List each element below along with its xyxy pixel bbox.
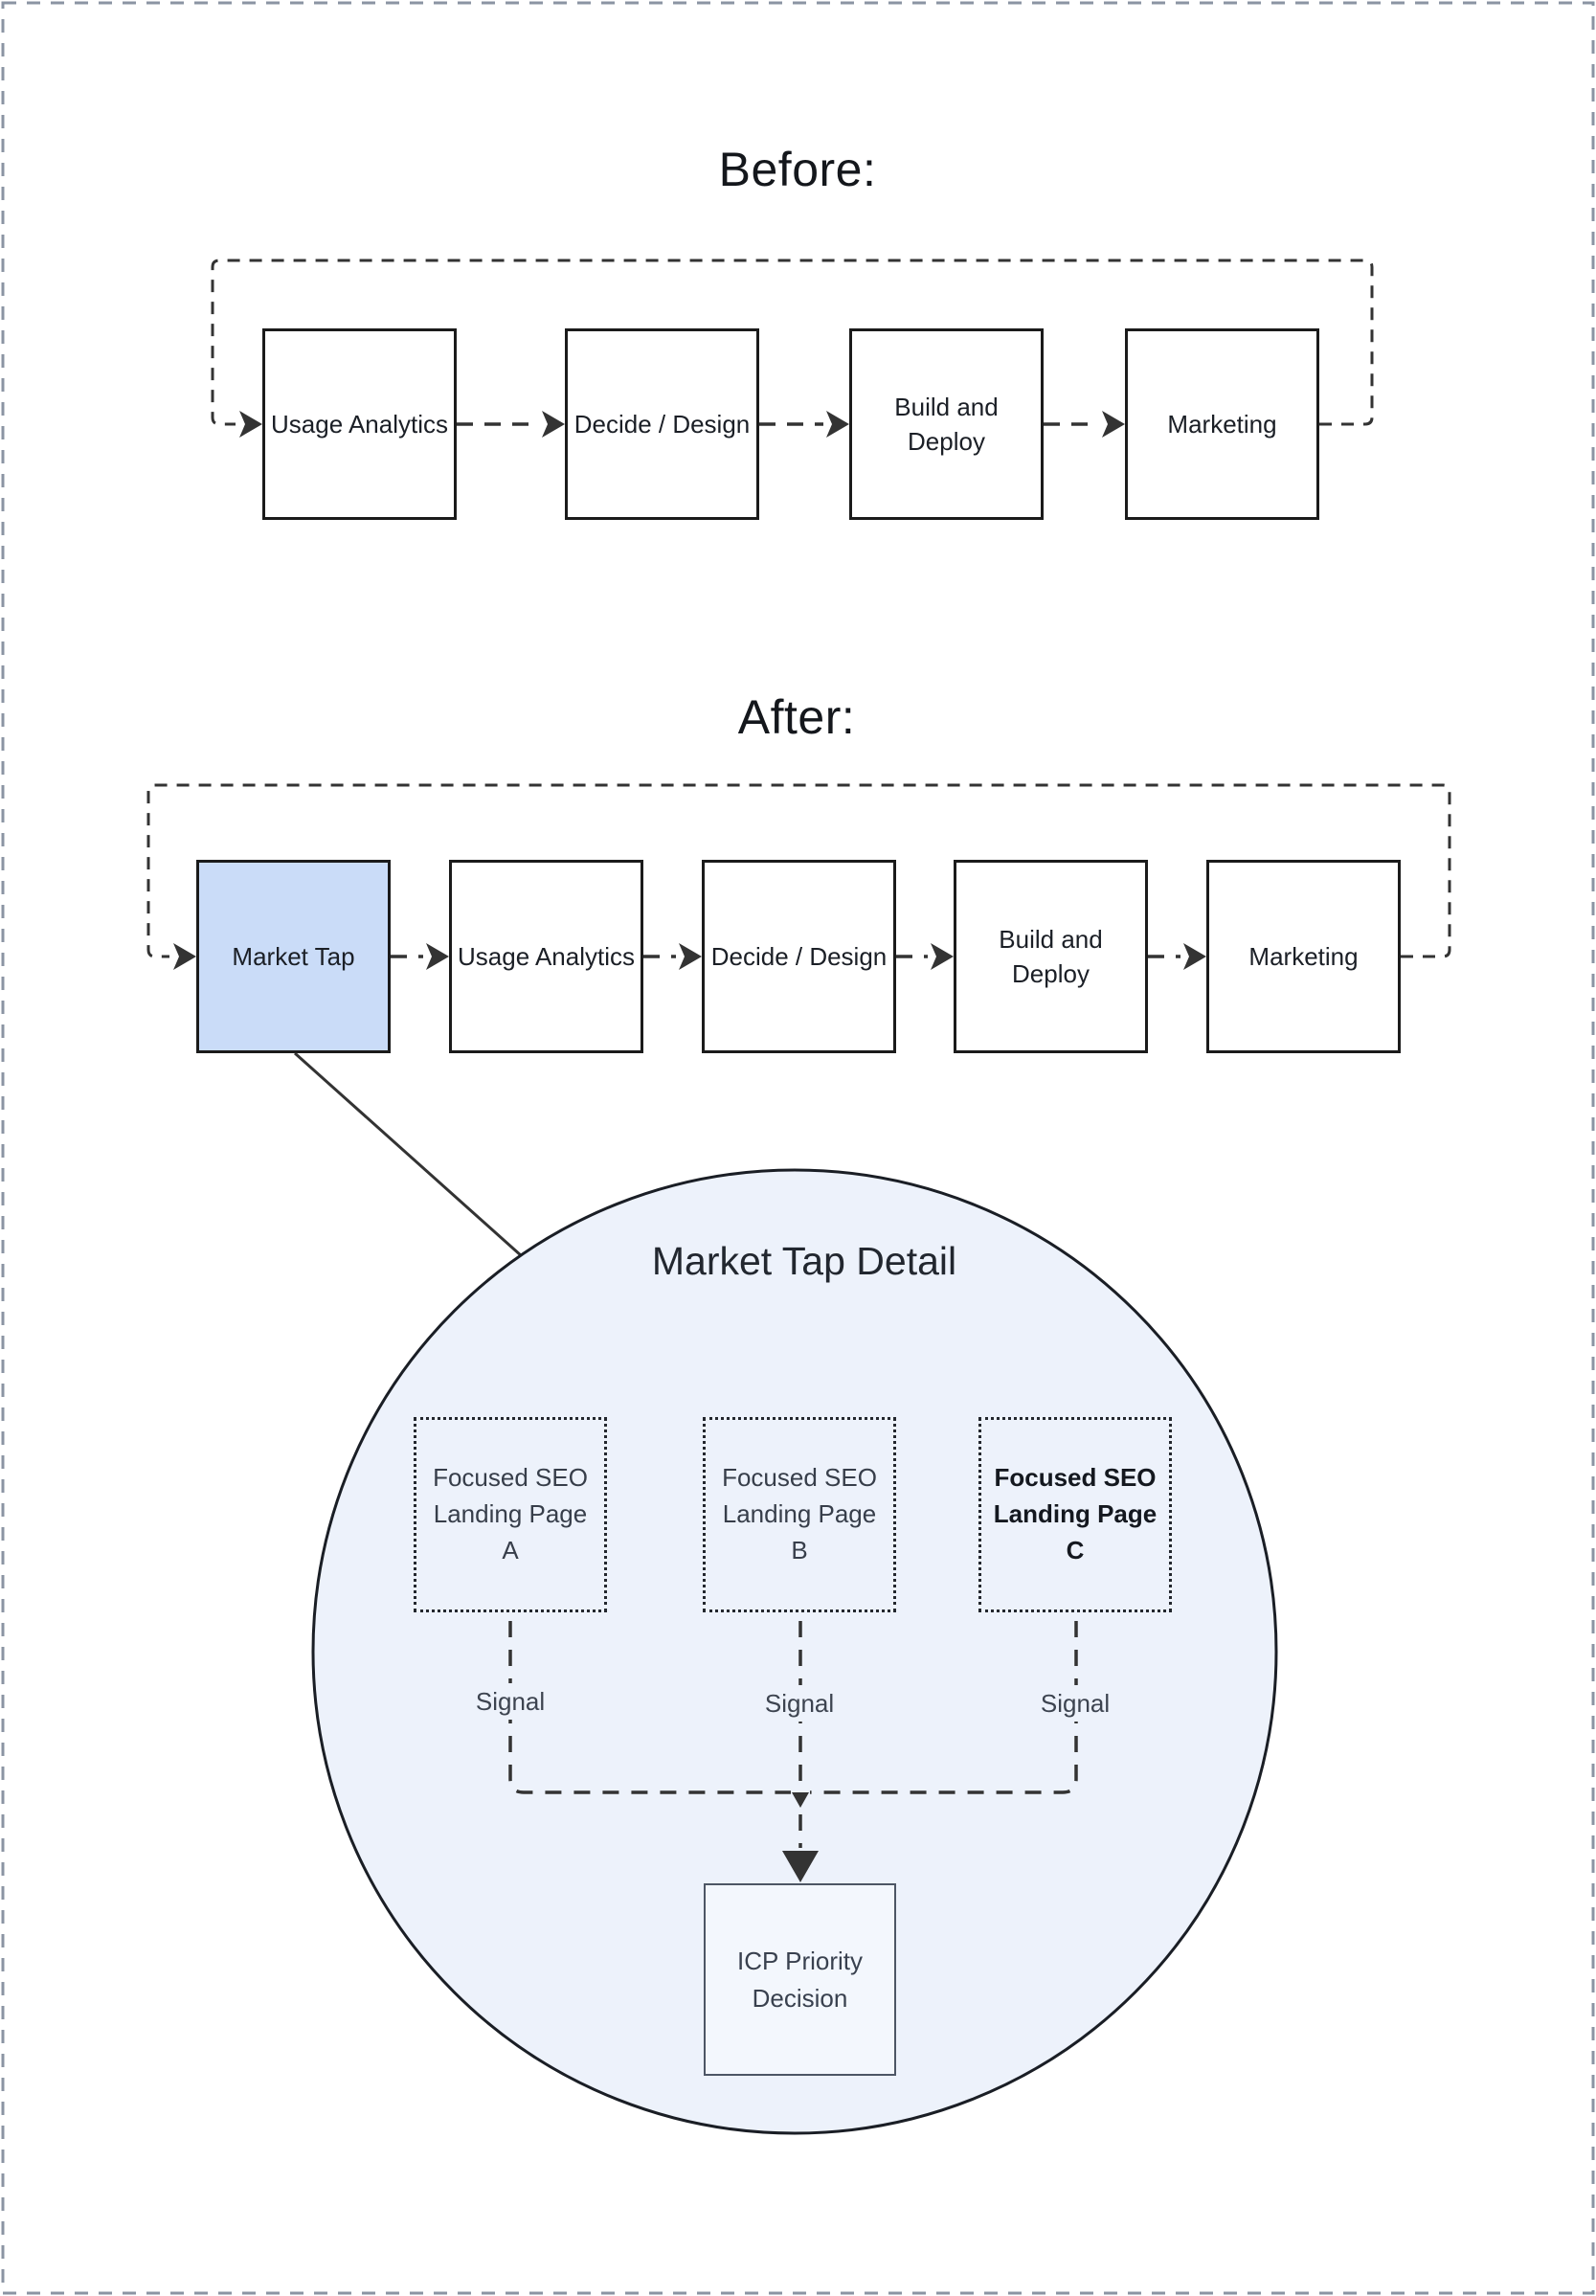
node-label: Focused SEO Landing Page C	[993, 1463, 1158, 1564]
market-tap-detail-circle	[311, 1168, 1278, 2135]
signal-path-a	[508, 1621, 791, 1794]
market-tap-detail-title: Market Tap Detail	[651, 1239, 957, 1283]
node-usage-analytics-before: Usage Analytics	[262, 328, 457, 520]
node-decide-design-after: Decide / Design	[702, 860, 896, 1053]
before-feedback-loop	[211, 259, 1374, 426]
after-arrowheads	[173, 943, 1206, 970]
callout-line	[293, 1051, 524, 1258]
detail-arrowheads	[782, 1792, 819, 1882]
node-label: Marketing	[1248, 941, 1359, 971]
signal-label-b: Signal	[742, 1685, 857, 1722]
node-marketing-before: Marketing	[1125, 328, 1319, 520]
arrowhead-icon	[679, 943, 702, 970]
node-landing-page-c: Focused SEO Landing Page C	[978, 1417, 1172, 1612]
after-connectors	[146, 783, 1451, 958]
node-icp-priority-decision: ICP Priority Decision	[704, 1883, 896, 2076]
before-title: Before:	[718, 143, 877, 196]
node-label: Decide / Design	[710, 941, 888, 971]
node-label: Usage Analytics	[458, 941, 635, 971]
node-label: ICP Priority Decision	[737, 1946, 863, 2013]
node-marketing-after: Marketing	[1206, 860, 1401, 1053]
node-build-deploy-before: Build and Deploy	[849, 328, 1044, 520]
arrowhead-icon	[1183, 943, 1206, 970]
node-label: Focused SEO Landing Page A	[433, 1463, 588, 1564]
arrowhead-icon	[542, 411, 565, 438]
node-label: Focused SEO Landing Page B	[722, 1463, 877, 1564]
node-label: Marketing	[1167, 409, 1277, 439]
arrowhead-icon	[426, 943, 449, 970]
arrowhead-icon	[782, 1851, 819, 1882]
arrowhead-icon	[1102, 411, 1125, 438]
node-label: Usage Analytics	[271, 409, 448, 439]
arrowhead-icon	[173, 943, 196, 970]
arrowhead-icon	[931, 943, 954, 970]
arrowhead-icon	[239, 411, 262, 438]
arrowhead-icon	[792, 1792, 809, 1808]
node-market-tap: Market Tap	[196, 860, 391, 1053]
node-label: Decide / Design	[573, 409, 751, 439]
signal-label-a: Signal	[453, 1683, 568, 1720]
after-title: After:	[737, 690, 856, 744]
signal-path-c	[810, 1621, 1078, 1794]
before-connectors	[211, 259, 1374, 426]
node-landing-page-b: Focused SEO Landing Page B	[703, 1417, 896, 1612]
node-build-deploy-after: Build and Deploy	[954, 860, 1148, 1053]
signal-label-c: Signal	[1018, 1685, 1133, 1722]
node-label: Market Tap	[232, 941, 355, 971]
node-label: Build and Deploy	[894, 392, 999, 456]
detail-connectors	[508, 1621, 1078, 1848]
after-feedback-loop	[146, 783, 1451, 958]
node-usage-analytics-after: Usage Analytics	[449, 860, 643, 1053]
arrowhead-icon	[826, 411, 849, 438]
node-landing-page-a: Focused SEO Landing Page A	[414, 1417, 607, 1612]
node-decide-design-before: Decide / Design	[565, 328, 759, 520]
before-arrowheads	[239, 411, 1125, 438]
node-label: Build and Deploy	[999, 924, 1103, 988]
